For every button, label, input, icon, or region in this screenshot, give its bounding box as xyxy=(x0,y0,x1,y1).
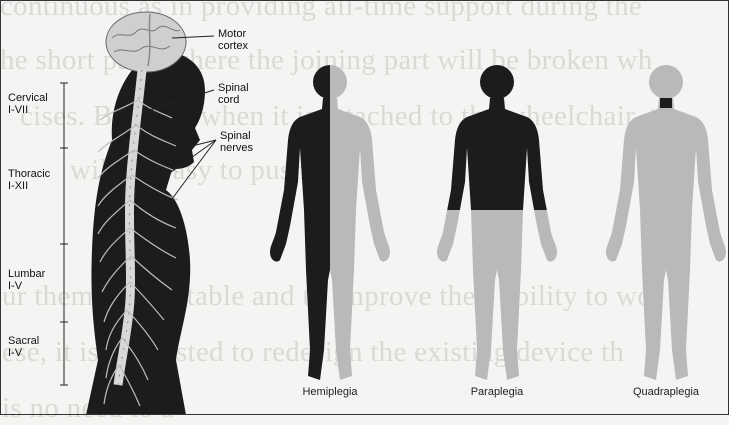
cervical-region-label: Cervical I-VII xyxy=(8,92,48,116)
lumbar-region-label: Lumbar I-V xyxy=(8,268,45,292)
side-body-silhouette xyxy=(86,52,205,415)
region-brackets xyxy=(60,83,68,385)
quadraplegia-figure xyxy=(606,65,726,380)
paralysis-diagram: continuous as in providing all-time supp… xyxy=(0,0,729,415)
spinal-cord-label: Spinal cord xyxy=(218,82,249,106)
brain-illustration xyxy=(106,12,186,72)
hemiplegia-figure xyxy=(270,65,390,380)
diagram-svg xyxy=(0,0,729,415)
hemiplegia-caption: Hemiplegia xyxy=(270,386,390,398)
paraplegia-figure xyxy=(437,65,557,380)
thoracic-region-label: Thoracic I-XII xyxy=(8,168,50,192)
paraplegia-caption: Paraplegia xyxy=(437,386,557,398)
sacral-region-label: Sacral I-V xyxy=(8,335,39,359)
motor-cortex-label: Motor cortex xyxy=(218,28,248,52)
quadraplegia-caption: Quadraplegia xyxy=(606,386,726,398)
spinal-nerves-label: Spinal nerves xyxy=(220,130,253,154)
